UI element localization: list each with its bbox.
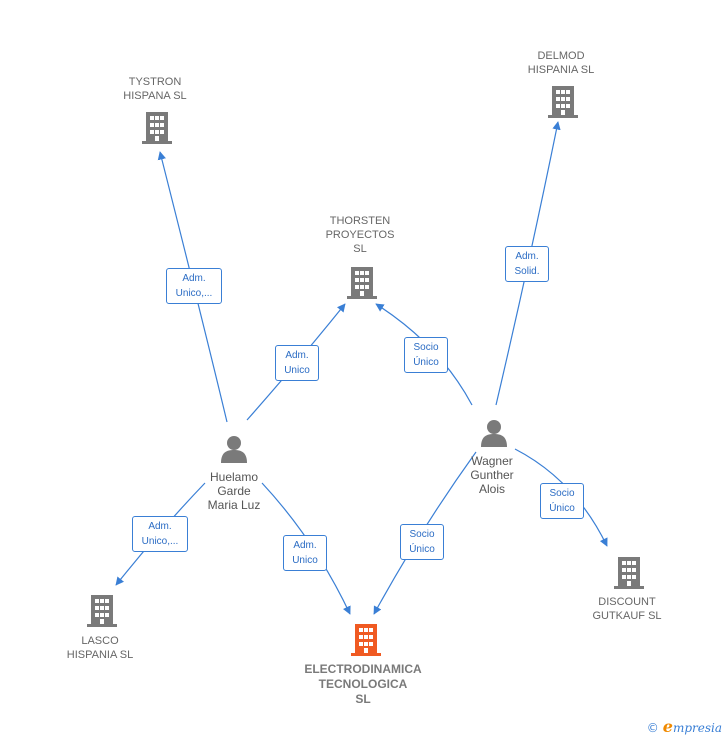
edge-label-wagner-discount[interactable]: Socio Único — [540, 483, 584, 519]
company-label-line: THORSTEN — [329, 215, 391, 227]
edge-label-wagner-delmod[interactable]: Adm. Solid. — [505, 246, 549, 282]
edge-label-huelamo-tystron[interactable]: Adm. Unico,... — [166, 268, 222, 304]
copyright-symbol: © — [646, 721, 659, 735]
brand-e: e — [662, 717, 673, 736]
edge-label-wagner-electro[interactable]: Socio Único — [400, 524, 444, 560]
edge-label-line: Adm. — [148, 521, 172, 532]
person-label-line: Wagner — [471, 454, 513, 468]
company-label-delmod[interactable]: DELMOD HISPANIA SL — [511, 49, 611, 77]
company-label-electro[interactable]: ELECTRODINAMICA TECNOLOGICA SL — [293, 662, 433, 707]
edge-label-line: Adm. — [293, 540, 317, 551]
company-label-thorsten[interactable]: THORSTEN PROYECTOS SL — [310, 214, 410, 256]
edge-label-huelamo-electro[interactable]: Adm. Unico — [283, 535, 327, 571]
edge-label-line: Socio — [549, 488, 575, 499]
edge-label-line: Unico,... — [175, 288, 213, 299]
edge-label-line: Unico,... — [141, 536, 179, 547]
edge-label-wagner-thorsten[interactable]: Socio Único — [404, 337, 448, 373]
building-icon-lasco[interactable] — [87, 595, 117, 627]
edge-label-line: Unico — [292, 555, 318, 566]
person-label-line: Alois — [478, 482, 505, 496]
building-icon-tystron[interactable] — [142, 112, 172, 144]
person-label-line: Garde — [217, 484, 251, 498]
edge-label-huelamo-lasco[interactable]: Adm. Unico,... — [132, 516, 188, 552]
person-label-wagner[interactable]: Wagner Gunther Alois — [442, 454, 542, 496]
building-icon-electro[interactable] — [351, 624, 381, 656]
company-label-line: PROYECTOS — [325, 229, 395, 241]
company-label-line: ELECTRODINAMICA — [304, 662, 422, 676]
person-label-line: Huelamo — [209, 470, 259, 484]
edge-label-huelamo-thorsten[interactable]: Adm. Unico — [275, 345, 319, 381]
edge-huelamo-tystron — [157, 151, 228, 423]
edge-label-line: Adm. — [515, 251, 539, 262]
edge-label-line: Socio — [413, 342, 439, 353]
company-label-line: HISPANIA SL — [66, 649, 134, 661]
company-label-line: GUTKAUF SL — [592, 610, 662, 622]
person-label-line: Gunther — [470, 468, 514, 482]
company-label-line: DISCOUNT — [598, 596, 656, 608]
company-label-line: LASCO — [81, 635, 119, 647]
building-icon-discount[interactable] — [614, 557, 644, 589]
company-label-line: TECNOLOGICA — [318, 677, 408, 691]
company-label-line: DELMOD — [537, 50, 585, 62]
building-icon-thorsten[interactable] — [347, 267, 377, 299]
edge-label-line: Socio — [409, 529, 435, 540]
building-icon-delmod[interactable] — [548, 86, 578, 118]
company-label-line: SL — [355, 692, 371, 706]
company-label-line: HISPANA SL — [123, 90, 187, 102]
company-label-discount[interactable]: DISCOUNT GUTKAUF SL — [577, 595, 677, 623]
company-label-line: TYSTRON — [128, 76, 182, 88]
company-label-line: SL — [353, 243, 367, 255]
edge-label-line: Único — [413, 357, 439, 368]
company-label-tystron[interactable]: TYSTRON HISPANA SL — [105, 75, 205, 103]
company-label-lasco[interactable]: LASCO HISPANIA SL — [50, 634, 150, 662]
edge-label-line: Adm. — [285, 350, 309, 361]
person-label-line: Maria Luz — [207, 498, 261, 512]
person-icon-huelamo[interactable] — [221, 436, 247, 463]
person-label-huelamo[interactable]: Huelamo Garde Maria Luz — [184, 470, 284, 512]
empresia-brand: ©empresia — [647, 717, 722, 736]
edge-label-line: Unico — [284, 365, 310, 376]
edge-label-line: Único — [409, 544, 435, 555]
person-icon-wagner[interactable] — [481, 420, 507, 447]
company-label-line: HISPANIA SL — [527, 64, 595, 76]
edge-label-line: Único — [549, 503, 575, 514]
edge-label-line: Solid. — [514, 266, 540, 277]
brand-rest: mpresia — [672, 721, 722, 735]
edge-label-line: Adm. — [182, 273, 206, 284]
